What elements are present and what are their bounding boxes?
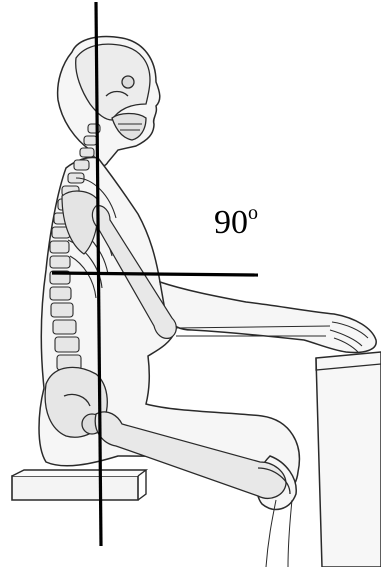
angle-label: 90o [214, 203, 258, 240]
tibia [266, 500, 292, 567]
angle-degree-mark: o [248, 202, 258, 224]
angle-value: 90 [214, 204, 248, 241]
desk [316, 352, 381, 567]
stool [12, 470, 146, 500]
horizontal-reference-line [52, 273, 258, 275]
